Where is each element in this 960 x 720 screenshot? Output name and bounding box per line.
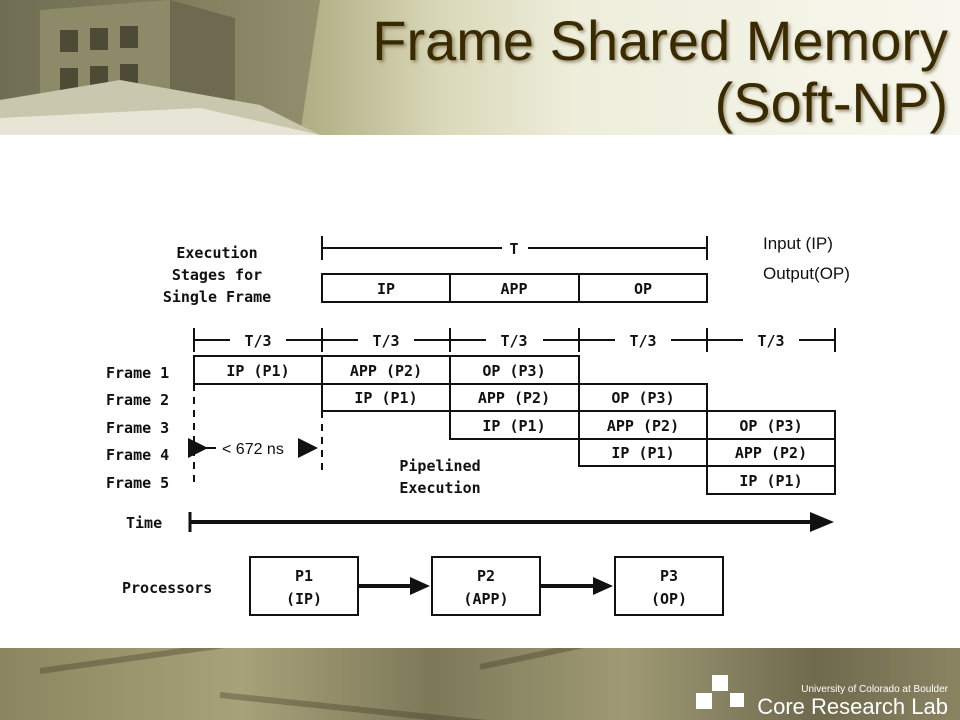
- building-photo: [0, 0, 320, 135]
- slide-title-line1: Frame Shared Memory: [372, 9, 948, 72]
- lab-logo-square-2: [696, 693, 712, 709]
- footer-texture-2: [219, 692, 519, 720]
- cell-f3-ip: IP (P1): [482, 417, 545, 435]
- cell-f1-app: APP (P2): [350, 362, 422, 380]
- cell-f3-op: OP (P3): [739, 417, 802, 435]
- slide-title-line2: (Soft-NP): [714, 71, 948, 134]
- period-t-span: [321, 236, 708, 260]
- t3-ruler: [193, 328, 836, 352]
- footer-texture: [39, 648, 298, 674]
- interval-label-1: T/3: [244, 332, 271, 350]
- latency-label: < 672 ns: [222, 441, 284, 458]
- cell-f2-op: OP (P3): [611, 389, 674, 407]
- note-output: Output(OP): [763, 264, 850, 283]
- note-input: Input (IP): [763, 234, 833, 253]
- processor-3-id: P3: [660, 567, 678, 585]
- slide-title: Frame Shared Memory (Soft-NP): [372, 10, 948, 134]
- cell-f5-ip: IP (P1): [739, 472, 802, 490]
- stages-label-line3: Single Frame: [163, 288, 271, 306]
- cell-f1-ip: IP (P1): [226, 362, 289, 380]
- interval-label-4: T/3: [629, 332, 656, 350]
- single-frame-stages: [321, 273, 708, 303]
- frame-label-1: Frame 1: [106, 364, 169, 382]
- pipelined-label-line2: Execution: [399, 479, 480, 497]
- time-label: Time: [126, 514, 162, 532]
- cell-f2-ip: IP (P1): [354, 389, 417, 407]
- building-illustration: [0, 0, 320, 135]
- footer-texture-3: [479, 648, 696, 670]
- processor-2-role: (APP): [463, 590, 508, 608]
- stage-app: APP: [500, 280, 527, 298]
- frame-label-5: Frame 5: [106, 474, 169, 492]
- stage-ip: IP: [377, 280, 395, 298]
- lab-name: Core Research Lab: [757, 694, 948, 719]
- pipeline-diagram: Execution Stages for Single Frame T IP A…: [106, 236, 836, 616]
- processor-2-id: P2: [477, 567, 495, 585]
- stages-label-line2: Stages for: [172, 266, 262, 284]
- arrow-right-icon: [410, 577, 430, 595]
- header-banner: Frame Shared Memory (Soft-NP): [0, 0, 960, 135]
- time-arrow-icon: [810, 512, 834, 532]
- stages-label-line1: Execution: [176, 244, 257, 262]
- pipelined-label-line1: Pipelined: [399, 457, 480, 475]
- processors-label: Processors: [122, 579, 212, 597]
- lab-logo-icon: [712, 675, 728, 691]
- cell-f4-app: APP (P2): [735, 444, 807, 462]
- arrow-right-icon-2: [593, 577, 613, 595]
- pipeline-grid: [193, 355, 836, 495]
- latency-markers: [193, 384, 323, 488]
- processor-1-id: P1: [295, 567, 313, 585]
- cell-f1-op: OP (P3): [482, 362, 545, 380]
- frame-label-3: Frame 3: [106, 419, 169, 437]
- university-name: University of Colorado at Boulder: [801, 684, 948, 695]
- interval-label-5: T/3: [757, 332, 784, 350]
- cell-f4-ip: IP (P1): [611, 444, 674, 462]
- interval-label-2: T/3: [372, 332, 399, 350]
- period-t-label: T: [509, 240, 518, 258]
- cell-f2-app: APP (P2): [478, 389, 550, 407]
- stage-op: OP: [634, 280, 652, 298]
- processor-3-role: (OP): [651, 590, 687, 608]
- processor-1-role: (IP): [286, 590, 322, 608]
- interval-label-3: T/3: [500, 332, 527, 350]
- footer-banner: University of Colorado at Boulder Core R…: [0, 648, 960, 720]
- frame-label-2: Frame 2: [106, 391, 169, 409]
- frame-label-4: Frame 4: [106, 446, 169, 464]
- lab-logo-square-3: [730, 693, 744, 707]
- cell-f3-app: APP (P2): [607, 417, 679, 435]
